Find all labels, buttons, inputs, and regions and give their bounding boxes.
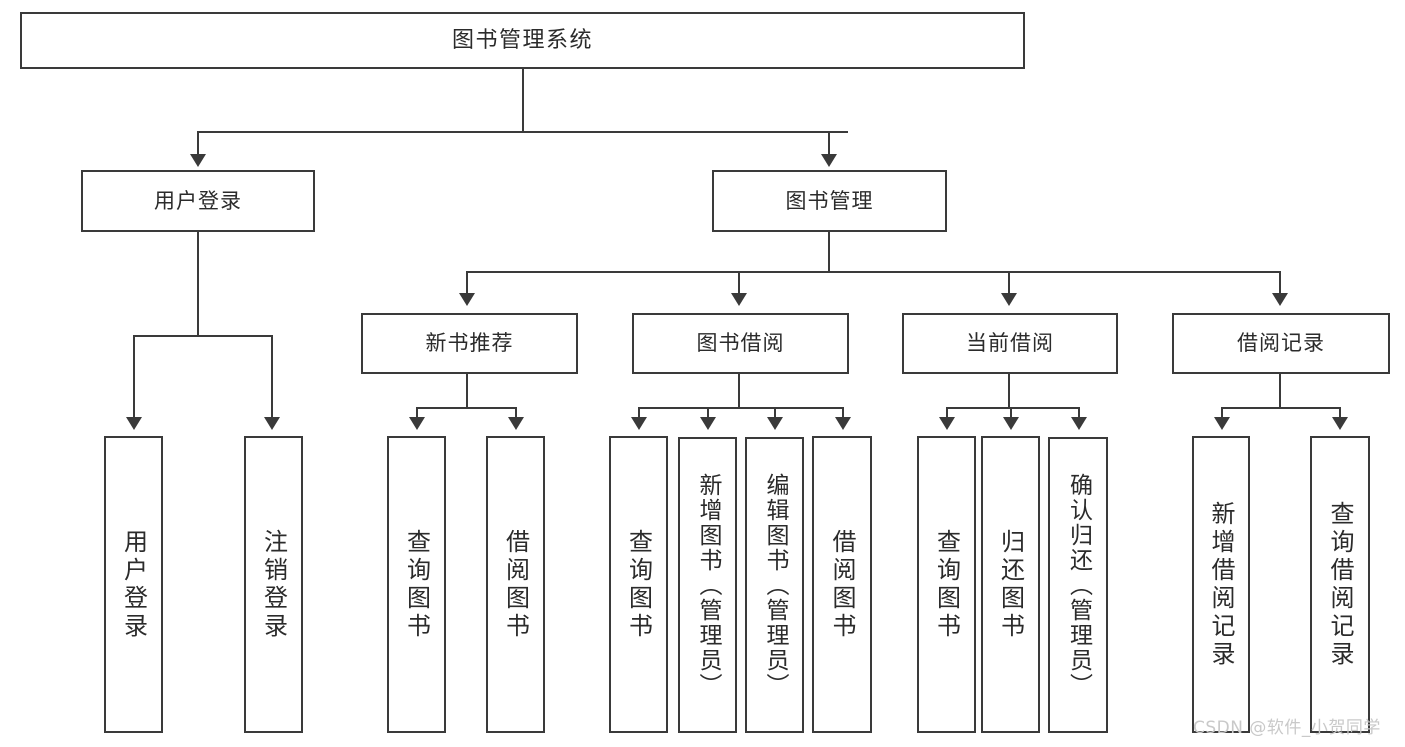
csdn-watermark: CSDN @软件_小贺同学 <box>1193 718 1381 738</box>
node-book-management[interactable]: 图书管理 <box>712 170 947 232</box>
node-leaf-confirm-return-admin[interactable]: 确认归还（管理员） <box>1048 437 1108 733</box>
node-leaf-add-borrow-record[interactable]: 新增借阅记录 <box>1192 436 1250 733</box>
connector-root-stem <box>522 69 524 132</box>
arrowhead-borrow-record <box>1272 293 1288 306</box>
node-leaf-edit-book-admin[interactable]: 编辑图书（管理员） <box>745 437 804 733</box>
node-label: 图书管理 <box>785 188 874 213</box>
connector-user-login-to-leaf-2 <box>271 335 273 418</box>
arrowhead-leaf-add-book-admin <box>700 417 716 430</box>
node-label: 归还图书 <box>996 528 1025 641</box>
node-leaf-query-book-1[interactable]: 查询图书 <box>387 436 446 733</box>
node-leaf-query-book-3[interactable]: 查询图书 <box>917 436 976 733</box>
arrowhead-user-login <box>190 154 206 167</box>
node-label: 用户登录 <box>119 528 148 641</box>
connector-br-to-leaf-1 <box>1221 407 1223 418</box>
arrowhead-leaf-borrow-book-1 <box>508 417 524 430</box>
connector-borrow-record-bus <box>1221 407 1340 409</box>
node-leaf-user-login[interactable]: 用户登录 <box>104 436 163 733</box>
node-leaf-logout-login[interactable]: 注销登录 <box>244 436 303 733</box>
node-label: 确认归还（管理员） <box>1065 472 1092 698</box>
connector-new-book-bus <box>416 407 516 409</box>
connector-cb-to-leaf-1 <box>946 407 948 418</box>
arrowhead-leaf-borrow-book-2 <box>835 417 851 430</box>
connector-bb-to-leaf-2 <box>707 407 709 418</box>
node-current-borrow[interactable]: 当前借阅 <box>902 313 1118 374</box>
arrowhead-leaf-query-book-1 <box>409 417 425 430</box>
arrowhead-leaf-query-borrow-record <box>1332 417 1348 430</box>
node-label: 图书借阅 <box>696 331 785 356</box>
node-label: 新增图书（管理员） <box>695 472 721 698</box>
connector-current-borrow-bus <box>946 407 1078 409</box>
arrowhead-new-book-recommend <box>459 293 475 306</box>
connector-root-to-user-login <box>197 131 199 156</box>
node-label: 用户登录 <box>154 188 242 213</box>
arrowhead-leaf-logout-login <box>264 417 280 430</box>
node-leaf-borrow-book-2[interactable]: 借阅图书 <box>812 436 872 733</box>
connector-book-management-bus <box>466 271 1280 273</box>
node-book-borrow[interactable]: 图书借阅 <box>632 313 849 374</box>
connector-bm-to-current-borrow <box>1008 271 1010 294</box>
connector-user-login-bus <box>133 335 271 337</box>
node-root-system[interactable]: 图书管理系统 <box>20 12 1025 69</box>
node-label: 新增借阅记录 <box>1207 500 1235 669</box>
connector-book-management-stem <box>828 232 830 272</box>
node-label: 借阅图书 <box>501 528 530 641</box>
node-label: 查询图书 <box>402 528 431 641</box>
connector-borrow-record-stem <box>1279 374 1281 408</box>
connector-cb-to-leaf-3 <box>1078 407 1080 418</box>
node-label: 借阅图书 <box>828 528 856 641</box>
node-label: 查询图书 <box>932 528 961 641</box>
connector-bb-to-leaf-3 <box>774 407 776 418</box>
arrowhead-leaf-query-book-3 <box>939 417 955 430</box>
connector-root-to-book-management <box>828 131 830 156</box>
node-leaf-query-book-2[interactable]: 查询图书 <box>609 436 668 733</box>
node-leaf-query-borrow-record[interactable]: 查询借阅记录 <box>1310 436 1370 733</box>
node-label: 编辑图书（管理员） <box>762 472 788 698</box>
arrowhead-leaf-user-login <box>126 417 142 430</box>
arrowhead-book-management <box>821 154 837 167</box>
connector-bm-to-book-borrow <box>738 271 740 294</box>
node-leaf-return-book[interactable]: 归还图书 <box>981 436 1040 733</box>
connector-br-to-leaf-2 <box>1339 407 1341 418</box>
connector-bm-to-borrow-record <box>1279 271 1281 294</box>
node-label: 借阅记录 <box>1237 331 1325 356</box>
node-new-book-recommend[interactable]: 新书推荐 <box>361 313 578 374</box>
connector-user-login-to-leaf-1 <box>133 335 135 418</box>
arrowhead-leaf-return-book <box>1003 417 1019 430</box>
connector-bb-to-leaf-4 <box>842 407 844 418</box>
connector-nb-to-leaf-2 <box>515 407 517 418</box>
connector-current-borrow-stem <box>1008 374 1010 408</box>
connector-bm-to-new-book <box>466 271 468 294</box>
node-label: 注销登录 <box>259 528 288 641</box>
node-label: 查询借阅记录 <box>1326 500 1354 669</box>
node-label: 图书管理系统 <box>451 27 593 53</box>
connector-nb-to-leaf-1 <box>416 407 418 418</box>
arrowhead-leaf-edit-book-admin <box>767 417 783 430</box>
connector-book-borrow-stem <box>738 374 740 408</box>
connector-root-bus <box>197 131 848 133</box>
node-borrow-record[interactable]: 借阅记录 <box>1172 313 1390 374</box>
arrowhead-leaf-add-borrow-record <box>1214 417 1230 430</box>
node-leaf-borrow-book-1[interactable]: 借阅图书 <box>486 436 545 733</box>
connector-book-borrow-bus <box>638 407 843 409</box>
arrowhead-book-borrow <box>731 293 747 306</box>
arrowhead-current-borrow <box>1001 293 1017 306</box>
node-label: 查询图书 <box>624 528 653 641</box>
node-user-login[interactable]: 用户登录 <box>81 170 315 232</box>
node-label: 当前借阅 <box>966 331 1054 356</box>
connector-user-login-stem <box>197 232 199 336</box>
node-leaf-add-book-admin[interactable]: 新增图书（管理员） <box>678 437 737 733</box>
connector-new-book-stem <box>466 374 468 408</box>
connector-bb-to-leaf-1 <box>638 407 640 418</box>
node-label: 新书推荐 <box>425 331 514 356</box>
arrowhead-leaf-query-book-2 <box>631 417 647 430</box>
arrowhead-leaf-confirm-return-admin <box>1071 417 1087 430</box>
connector-cb-to-leaf-2 <box>1010 407 1012 418</box>
